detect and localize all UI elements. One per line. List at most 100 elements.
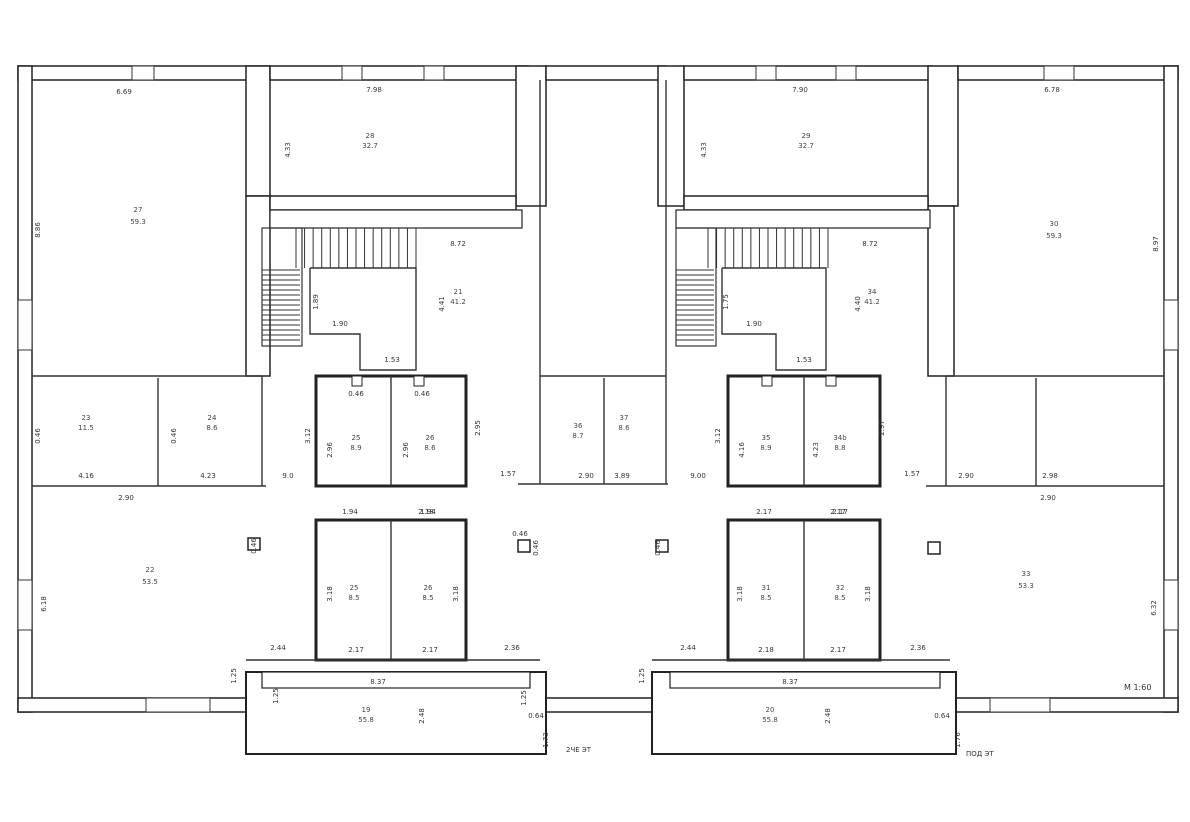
room-33-area: 53.3 [1018,582,1034,590]
dimension-label: 2.90 [1040,494,1056,502]
room-20-number: 20 [766,706,775,714]
dimension-label: 2.44 [270,644,286,652]
room-19-number: 19 [362,706,371,714]
room-20-area: 55.8 [762,716,778,724]
dimension-label: 3.89 [614,472,630,480]
room-30-area: 59.3 [1046,232,1062,240]
dimension-label: 4.41 [438,296,446,312]
dimension-label: 3.18 [326,586,334,602]
small-room-34b-area: 8.8 [834,444,845,452]
dimension-label: 2.18 [418,508,434,516]
room-24-area: 8.6 [206,424,218,432]
dimension-label: 1.94 [420,508,436,516]
dimension-label: 8.72 [450,240,466,248]
dimension-label: 1.25 [520,690,528,706]
dimension-label: 4.23 [812,442,820,458]
dimension-label: 4.16 [78,472,94,480]
dimension-label: 1.57 [500,470,516,478]
dimension-label: 1.89 [312,294,320,310]
small-room-34b-number: 34b [833,434,847,442]
small-room-32-number: 32 [836,584,845,592]
room-36-area: 8.7 [572,432,583,440]
dimension-label: 4.40 [854,296,862,312]
room-29-number: 29 [802,132,811,140]
dimension-label: 9.0 [282,472,293,480]
dimension-label: 0.46 [414,390,430,398]
dimension-label: 2.90 [958,472,974,480]
room-21-number: 21 [454,288,463,296]
dimension-label: 2.17 [756,508,772,516]
room-28-area: 32.7 [362,142,378,150]
room-19-area: 55.8 [358,716,374,724]
dimension-label: 6.18 [40,596,48,612]
small-room-26-area: 8.5 [422,594,433,602]
dimension-label: 1.25 [638,668,646,684]
scale-note: M 1:60 [1124,683,1151,692]
room-37-area: 8.6 [618,424,630,432]
small-room-35-area: 8.9 [760,444,771,452]
windows [17,65,1179,713]
dimension-label: 0.46 [348,390,364,398]
dimension-label: 2.95 [474,420,482,436]
dimension-label: 3.12 [304,428,312,444]
dimension-label: 2.96 [326,442,334,458]
dimension-label: 2.48 [418,708,426,724]
room-33-number: 33 [1022,570,1031,578]
room-28-number: 28 [366,132,375,140]
dimension-label: 1.57 [904,470,920,478]
room-21-area: 41.2 [450,298,466,306]
dimension-label: 6.69 [116,88,132,96]
dimension-label: 3.18 [452,586,460,602]
dimension-label: 1.90 [332,320,348,328]
dimension-label: 1.76 [954,732,962,748]
dimension-label: 2.48 [824,708,832,724]
dimension-label: 4.16 [738,442,746,458]
dimension-label: 1.53 [384,356,400,364]
dimension-label: 0.46 [170,428,178,444]
dimension-label: 9.00 [690,472,706,480]
dimension-label: 0.46 [34,428,42,444]
small-room-25-area: 8.5 [348,594,359,602]
dimension-label: 2.36 [910,644,926,652]
small-room-35-number: 35 [762,434,771,442]
dimension-label: 2.17 [830,646,846,654]
outer-walls [17,65,1179,713]
dimension-label: 7.90 [792,86,808,94]
room-22-area: 53.5 [142,578,158,586]
dimension-label: 1.53 [796,356,812,364]
dimension-label: 1.90 [746,320,762,328]
room-34-number: 34 [868,288,877,296]
dimension-label: 2.18 [758,646,774,654]
dimension-label: 0.46 [654,540,662,556]
dimension-label: 1.25 [272,688,280,704]
dimension-label: 0.64 [934,712,950,720]
dimension-label: 4.33 [284,142,292,158]
dimension-label: 3.18 [864,586,872,602]
dimension-label: 1.94 [342,508,358,516]
dimension-label: 2.90 [118,494,134,502]
dimension-label: 1.73 [542,732,550,748]
room-25-number: 25 [352,434,361,442]
small-room-26-number: 26 [424,584,433,592]
dimension-label: 2.36 [504,644,520,652]
dimension-label: 6.78 [1044,86,1060,94]
small-room-32-area: 8.5 [834,594,845,602]
dimension-label: 2.96 [402,442,410,458]
stamp-right: ПОД ЭТ [966,750,994,758]
room-labels: 27 59.3 28 32.7 29 32.7 30 59.3 21 41.2 … [78,132,1062,724]
dimension-label: 4.33 [700,142,708,158]
stairs [262,228,829,341]
dimension-label: 2.17 [830,508,846,516]
room-36-number: 36 [574,422,583,430]
dimension-label: 3.12 [714,428,722,444]
small-room-25-number: 25 [350,584,359,592]
small-room-31-area: 8.5 [760,594,771,602]
room-25-area: 8.9 [350,444,361,452]
interior-walls [32,80,1164,755]
dimension-label: 2.17 [832,508,848,516]
dimension-label: 8.97 [1152,236,1160,252]
dimension-label: 6.32 [1150,600,1158,616]
dimension-label: 2.17 [422,646,438,654]
room-29-area: 32.7 [798,142,814,150]
